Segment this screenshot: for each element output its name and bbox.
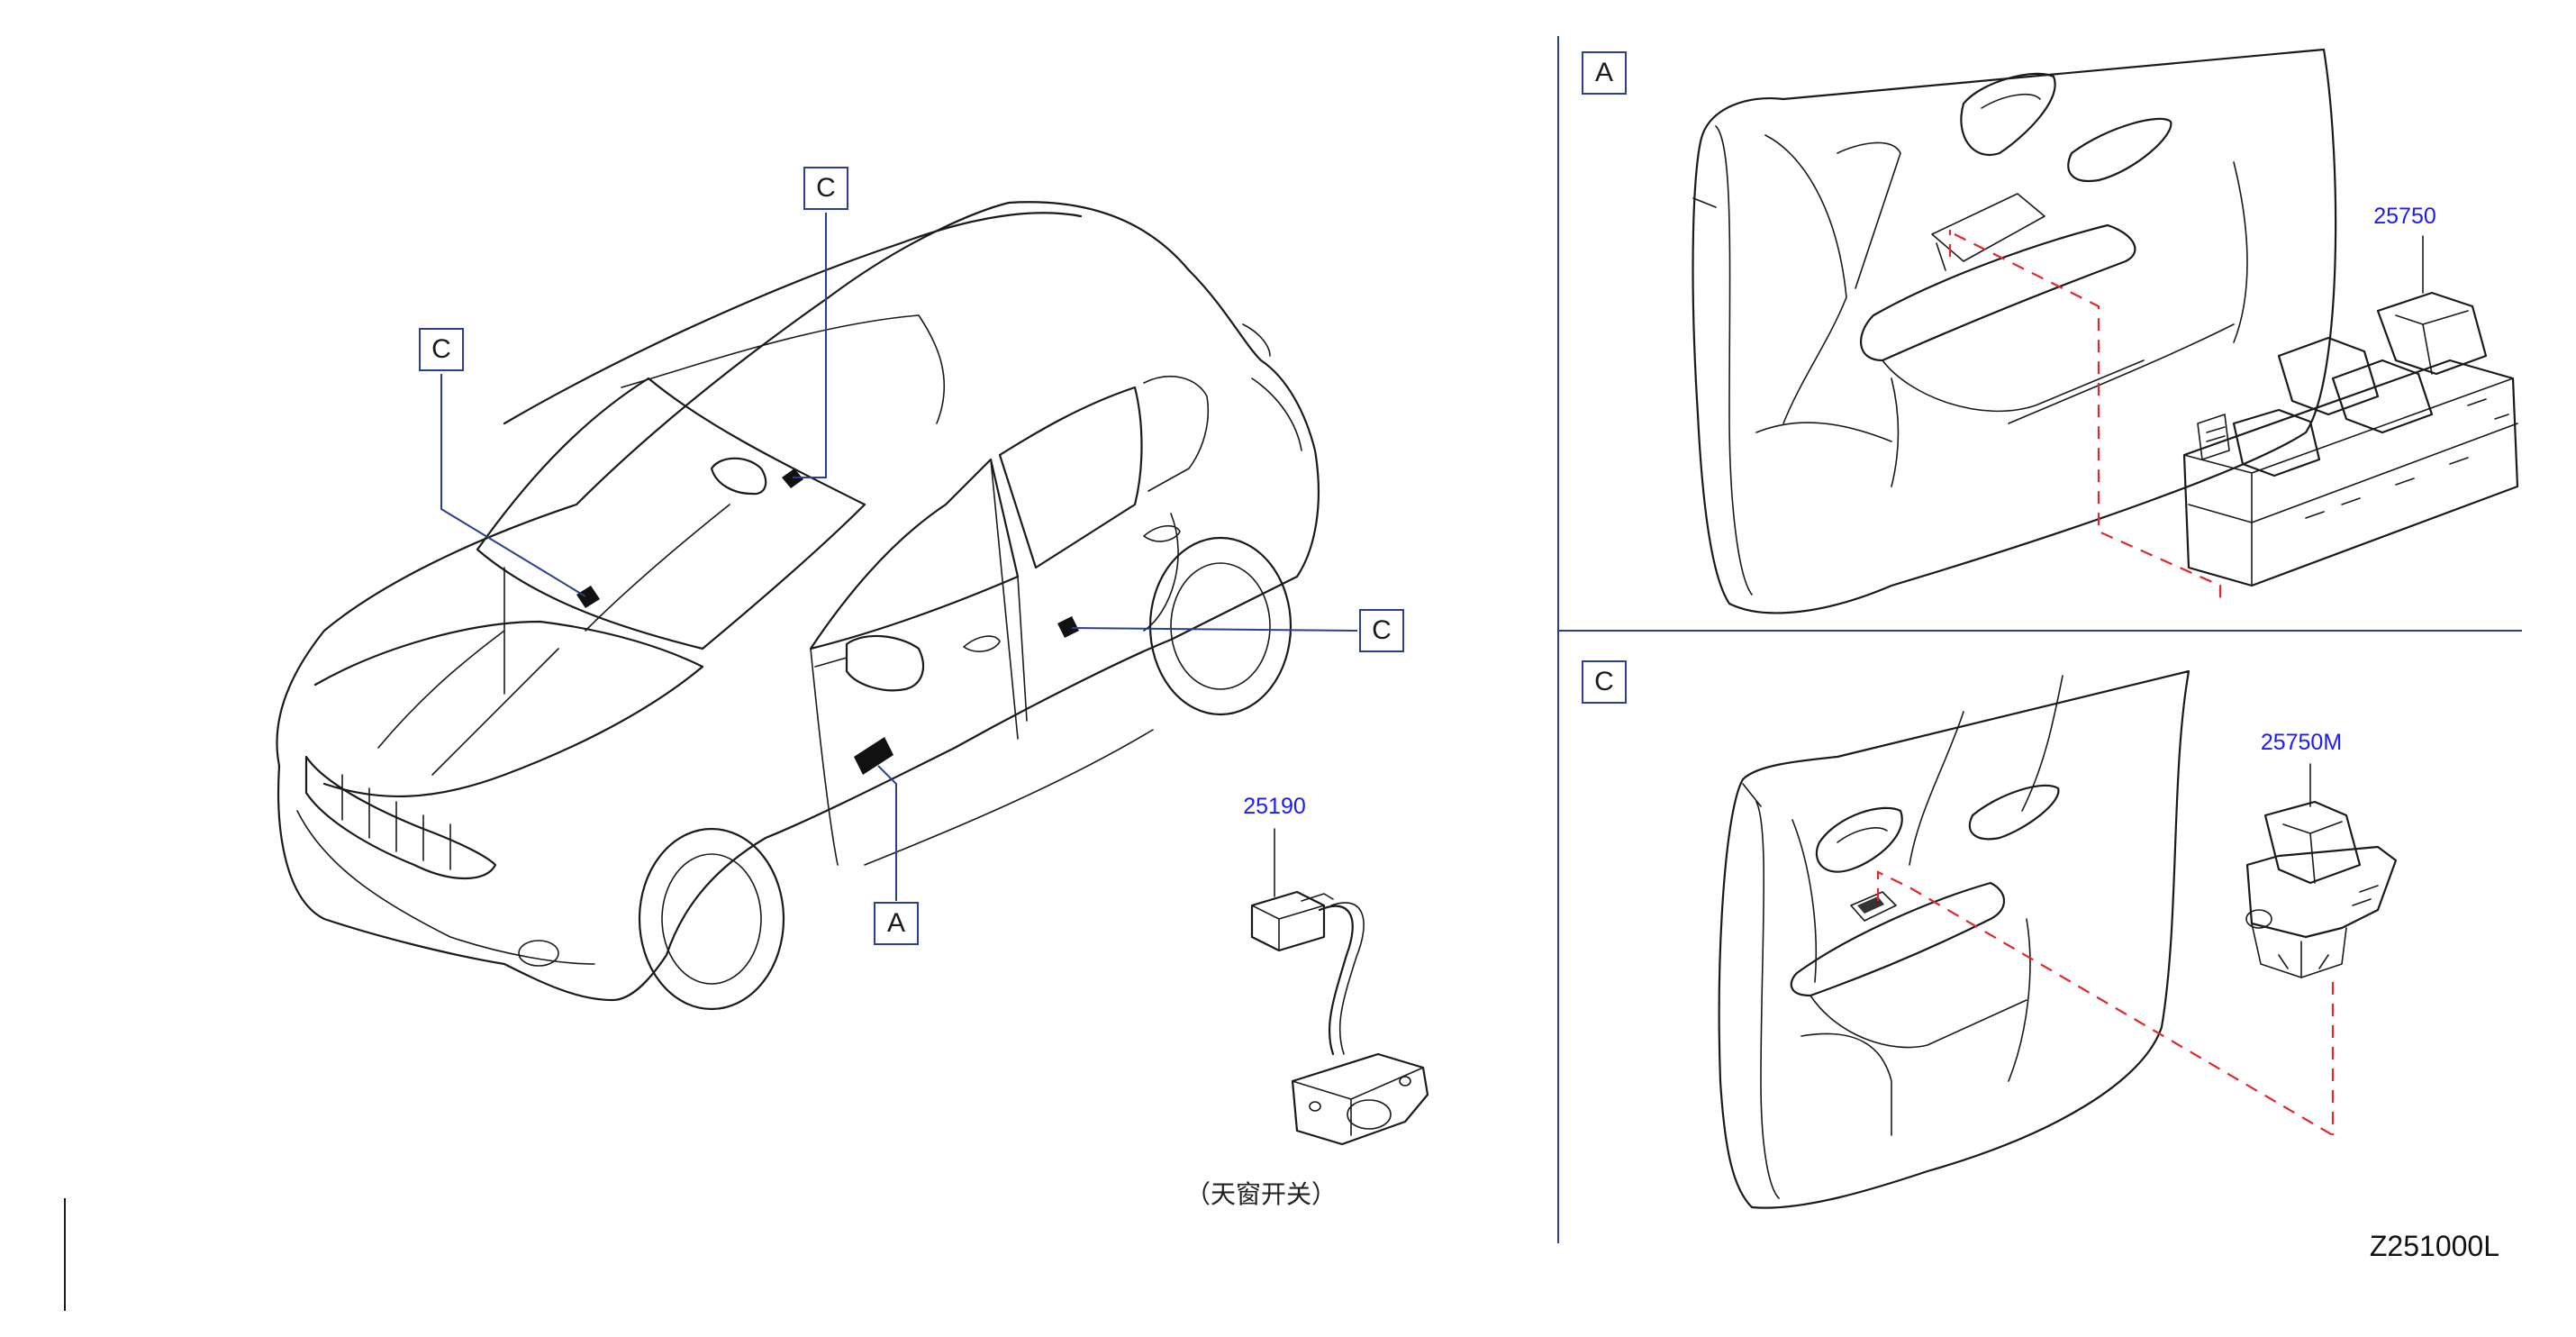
switch-marker-front-door	[854, 737, 893, 775]
vehicle-illustration	[276, 201, 1320, 1011]
master-window-switch	[2182, 291, 2519, 587]
callout-rear-door-c: C	[1359, 609, 1404, 652]
drawing-id: Z251000L	[2370, 1230, 2499, 1262]
callout-leaders	[440, 213, 1358, 901]
callout-roof-c: C	[803, 167, 848, 210]
panel-c: C 25750M	[1582, 660, 2398, 1209]
switch-marker-rear-door	[1057, 616, 1079, 638]
callout-hood-c-text: C	[431, 334, 451, 364]
sunroof-switch-part-no: 25190	[1243, 794, 1306, 819]
sunroof-switch-caption: （天窗开关）	[1185, 1180, 1337, 1208]
rear-switch-location-marker	[1857, 896, 1884, 914]
callout-hood-c: C	[419, 328, 464, 371]
switch-marker-hood	[576, 586, 600, 608]
passenger-window-switch	[2245, 800, 2398, 978]
sunroof-switch: 25190 （天窗开关）	[1185, 794, 1429, 1208]
callout-roof-c-text: C	[816, 173, 836, 203]
passenger-switch-part-no: 25750M	[2261, 730, 2342, 755]
driver-switch-part-no: 25750	[2373, 204, 2436, 229]
panel-c-label: C	[1594, 667, 1614, 696]
callout-rear-door-c-text: C	[1372, 615, 1392, 645]
callout-front-door-a-text: A	[887, 908, 905, 938]
callout-front-door-a: A	[874, 902, 919, 945]
panel-a: A 25750	[1582, 48, 2519, 614]
panel-a-label: A	[1595, 58, 1613, 87]
